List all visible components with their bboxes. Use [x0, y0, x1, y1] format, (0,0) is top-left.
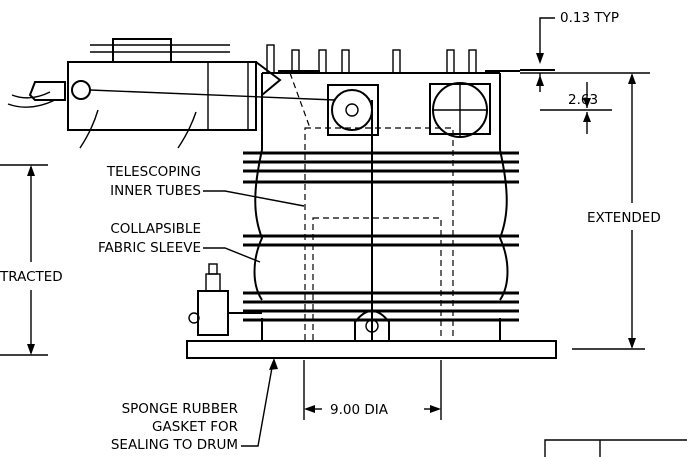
thickness-callout	[520, 17, 555, 92]
extended-dimension	[520, 72, 650, 350]
port-opening	[429, 82, 491, 138]
label-collapsible-2: FABRIC SLEEVE	[98, 240, 201, 256]
arrow-sponge	[269, 358, 278, 370]
title-block-corner	[544, 439, 687, 457]
label-sponge-2: GASKET FOR	[152, 419, 238, 435]
side-valve	[188, 263, 262, 336]
label-diameter: 9.00 DIA	[330, 402, 389, 418]
label-extended: EXTENDED	[587, 210, 661, 226]
label-typ: 0.13 TYP	[560, 10, 619, 26]
retracted-dimension	[0, 164, 48, 356]
depth-dimension	[540, 82, 612, 134]
sleeve-ribs	[243, 151, 519, 322]
label-sponge-1: SPONGE RUBBER	[122, 401, 238, 417]
bottom-clevis	[354, 292, 390, 341]
top-studs	[266, 44, 520, 74]
label-sponge-3: SEALING TO DRUM	[111, 437, 238, 453]
diameter-dimension	[303, 360, 442, 420]
label-telescoping-1: TELESCOPING	[106, 164, 201, 180]
cylinder-assembly	[7, 38, 336, 149]
leader-collapsible	[203, 247, 261, 263]
leader-telescoping	[203, 190, 305, 207]
leader-sponge	[241, 361, 274, 447]
label-collapsible-1: COLLAPSIBLE	[110, 221, 201, 237]
label-depth: 2.63	[568, 92, 598, 108]
label-telescoping-2: INNER TUBES	[110, 183, 201, 199]
label-retracted: TRACTED	[0, 269, 63, 285]
base-plate	[186, 340, 557, 359]
